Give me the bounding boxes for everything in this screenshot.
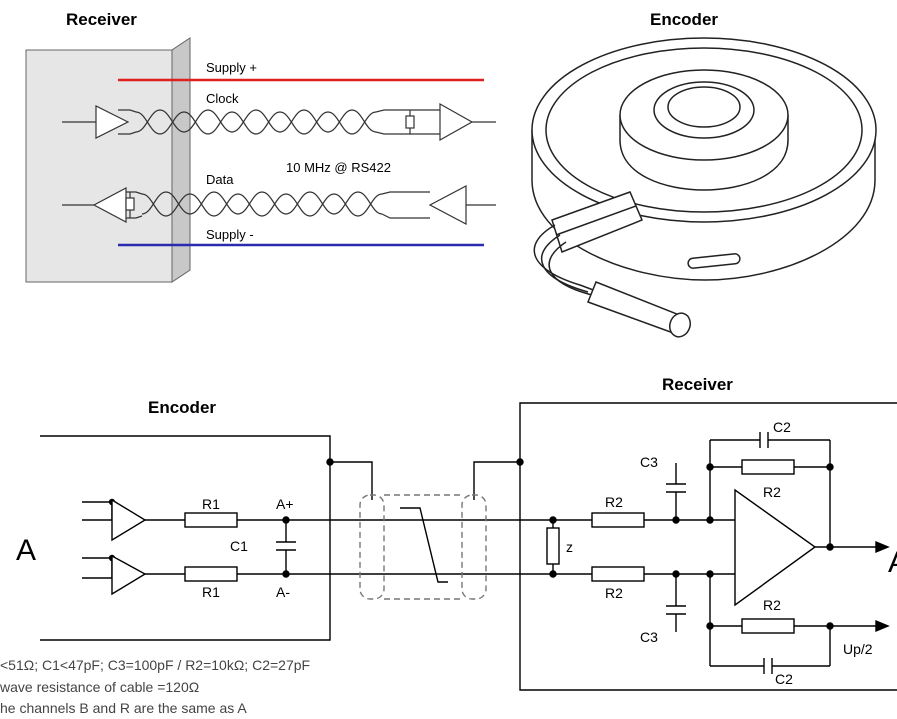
termination-resistor xyxy=(546,527,560,565)
c3-bottom-label: C3 xyxy=(640,629,658,645)
r1-bottom-label: R1 xyxy=(202,584,220,600)
r2-feedback-bottom-label: R2 xyxy=(763,597,781,613)
driver-a-plus xyxy=(111,498,147,542)
supply-minus-label: Supply - xyxy=(206,227,254,242)
r2-top-label: R2 xyxy=(605,494,623,510)
r2-bottom-resistor xyxy=(591,566,645,582)
a-plus-label: A+ xyxy=(276,496,294,512)
note-line-2: wave resistance of cable =120Ω xyxy=(0,679,200,695)
receiver-title-bottom: Receiver xyxy=(662,375,733,394)
r1-top-resistor xyxy=(184,512,238,528)
data-label: Data xyxy=(206,172,234,187)
encoder-connector xyxy=(551,191,643,253)
encoder-box xyxy=(40,435,331,641)
r1-bottom-resistor xyxy=(184,566,238,582)
encoder-title-bottom: Encoder xyxy=(148,398,217,417)
r2-feedback-bottom-resistor xyxy=(741,618,795,634)
clock-label: Clock xyxy=(206,91,239,106)
data-channel xyxy=(62,185,496,225)
op-amp xyxy=(734,488,817,607)
a-minus-label: A- xyxy=(276,584,290,600)
c1-label: C1 xyxy=(230,538,248,554)
encoder-title-top: Encoder xyxy=(650,10,719,29)
r1-top-label: R1 xyxy=(202,496,220,512)
clock-channel xyxy=(62,102,496,142)
input-label: A xyxy=(16,534,36,567)
encoder-slot xyxy=(687,253,741,269)
note-line-1: <51Ω; C1<47pF; C3=100pF / R2=10kΩ; C2=27… xyxy=(0,657,311,673)
c3-top-label: C3 xyxy=(640,454,658,470)
up2-label: Up/2 xyxy=(843,641,873,657)
driver-a-minus xyxy=(111,554,147,596)
note-line-3: he channels B and R are the same as A xyxy=(0,700,247,716)
schematic-diagram: A A R1 R1 A+ A- C1 z R2 R2 C3 C3 C2 R2 R… xyxy=(16,402,897,691)
z-label: z xyxy=(566,539,573,555)
r2-top-resistor xyxy=(591,512,645,528)
encoder-illustration xyxy=(531,37,877,338)
r2-bottom-label: R2 xyxy=(605,585,623,601)
cable-shield-right xyxy=(461,494,487,600)
receiver-box xyxy=(519,402,897,691)
c2-top-label: C2 xyxy=(773,419,791,435)
output-label: A xyxy=(888,546,897,579)
r2-feedback-top-label: R2 xyxy=(763,484,781,500)
encoder-cable xyxy=(587,281,683,335)
frequency-label: 10 MHz @ RS422 xyxy=(286,160,391,175)
rs422-interface-diagram: Supply + Clock 10 MHz @ RS422 Data Suppl… xyxy=(25,37,496,283)
r2-feedback-top-resistor xyxy=(741,459,795,475)
cable-twist-mark xyxy=(400,507,448,583)
supply-plus-label: Supply + xyxy=(206,60,257,75)
receiver-title-top: Receiver xyxy=(66,10,137,29)
cable-shield-left xyxy=(359,494,385,600)
c2-bottom-label: C2 xyxy=(775,671,793,687)
